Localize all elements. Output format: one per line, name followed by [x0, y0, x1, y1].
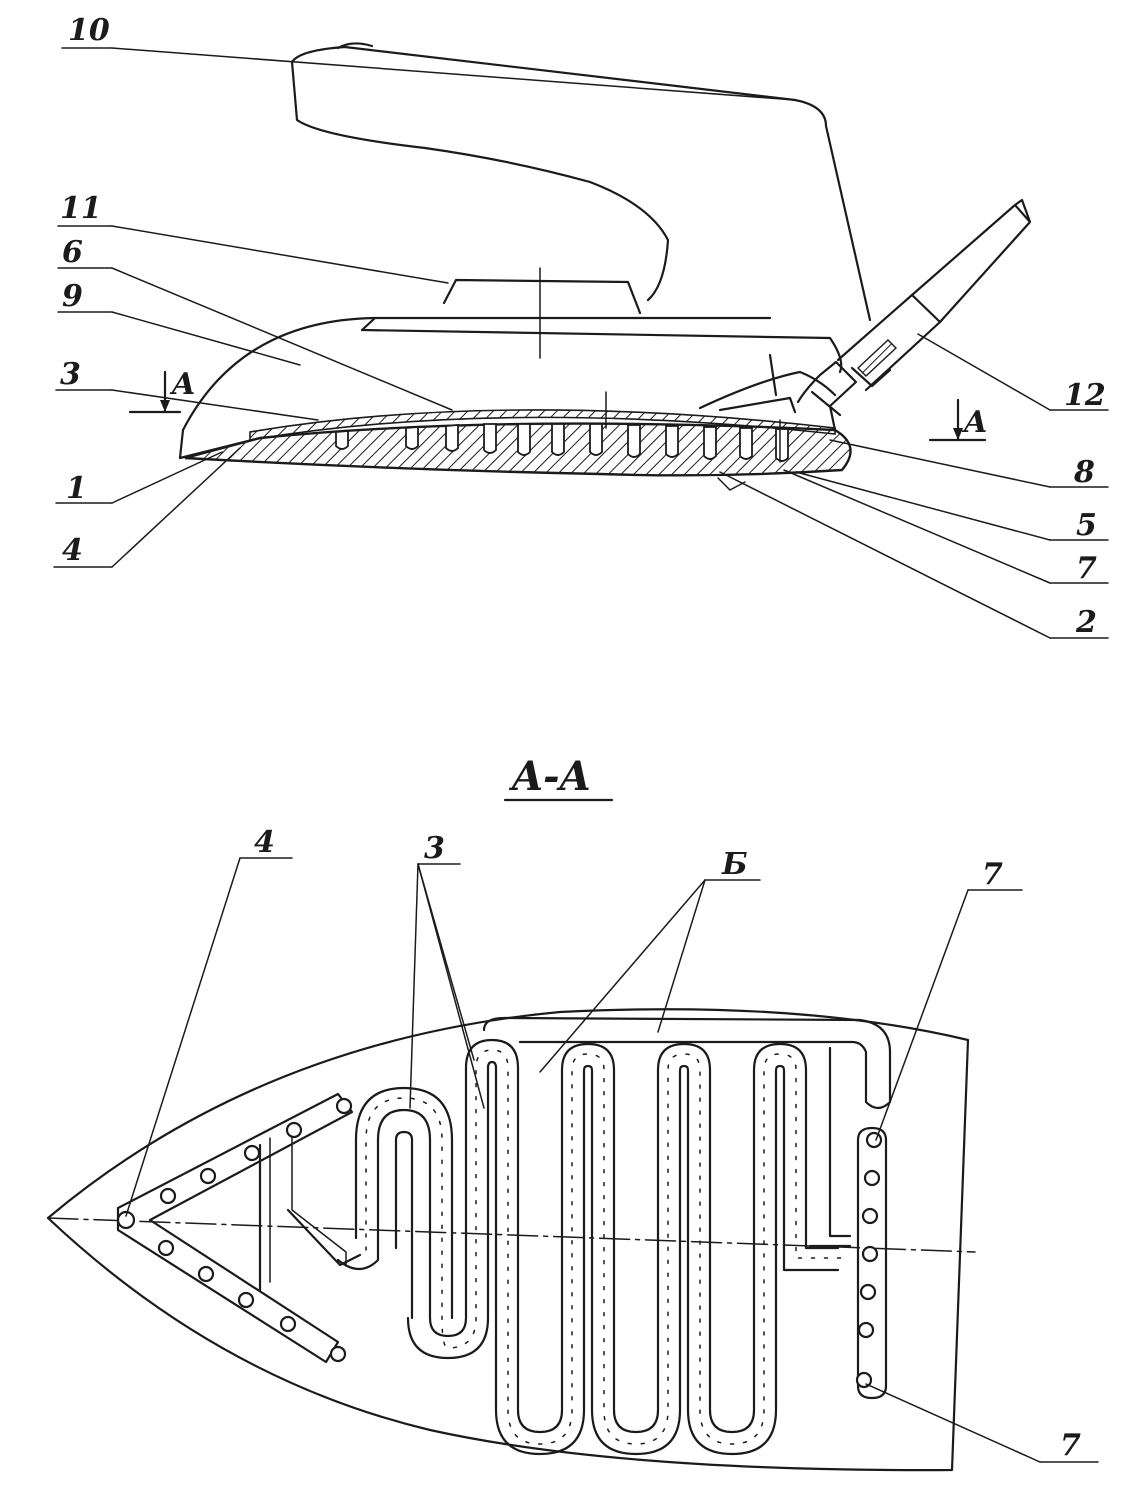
power-cord	[910, 198, 1032, 324]
heating-channels	[335, 423, 789, 462]
label-12: 12	[1064, 378, 1106, 413]
section-mark-left-label: A	[169, 367, 195, 402]
label-9: 9	[62, 279, 83, 314]
handle	[290, 45, 872, 322]
sole-outline	[46, 1008, 970, 1472]
label-2: 2	[1075, 605, 1097, 640]
temperature-knob	[442, 278, 642, 315]
label-10: 10	[68, 13, 110, 48]
label-8: 8	[1073, 455, 1095, 490]
label-11: 11	[60, 191, 102, 226]
section-mark-right-label: A	[961, 405, 987, 440]
section-label-3: 3	[424, 831, 445, 866]
section-mark-right: A	[928, 398, 987, 442]
label-1: 1	[66, 471, 87, 506]
section-label-6: Б	[721, 847, 748, 882]
label-3: 3	[60, 357, 81, 392]
heating-element-serpentine	[336, 1016, 892, 1456]
section-view: A-A	[46, 753, 1099, 1472]
label-7: 7	[1076, 551, 1097, 586]
steam-manifold-right	[855, 1126, 888, 1400]
label-6: 6	[62, 235, 83, 270]
leader-lines-section	[125, 857, 1099, 1463]
steam-duct-v	[116, 1092, 362, 1364]
section-label-7-bottom: 7	[1060, 1428, 1081, 1463]
section-label-7-top: 7	[982, 857, 1003, 892]
section-label-4: 4	[254, 825, 275, 860]
label-4: 4	[62, 533, 83, 568]
label-5: 5	[1076, 508, 1097, 543]
side-view: A A 10 11 6 9 3 1 4 12 8 5 7 2	[53, 13, 1109, 640]
leader-lines-side	[53, 47, 1109, 639]
cord-sleeve	[836, 293, 942, 392]
section-mark-left: A	[128, 367, 195, 414]
section-title: A-A	[508, 753, 591, 800]
